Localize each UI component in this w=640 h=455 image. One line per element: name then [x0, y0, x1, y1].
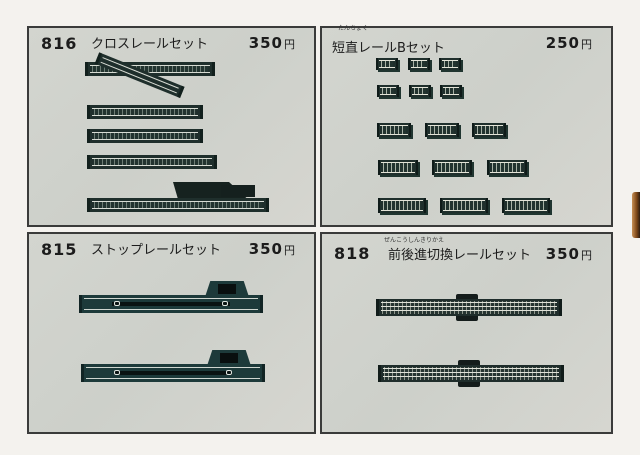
rail-ties — [383, 201, 421, 210]
rail-ties — [92, 66, 208, 72]
stop-slot — [112, 302, 230, 306]
short-rail — [377, 123, 411, 137]
stop-rail — [79, 295, 263, 313]
price-value: 350 — [545, 245, 580, 263]
yen-symbol: 円 — [284, 38, 296, 51]
rail-ties — [507, 201, 545, 210]
panel-header: 816 クロスレールセット 350円 — [39, 32, 296, 54]
short-rail — [472, 123, 506, 137]
title-furigana: たんちょく — [338, 25, 369, 32]
stop-marker — [222, 301, 228, 306]
rail-ties — [445, 201, 483, 210]
price-value: 250 — [545, 34, 580, 52]
product-number: 816 — [41, 34, 78, 53]
product-price: 350円 — [249, 34, 296, 52]
product-title: ストップレールセット — [91, 243, 222, 258]
short-rail — [487, 160, 527, 175]
stop-marker — [114, 301, 120, 306]
panel-header: 815 ストップレールセット 350円 — [39, 238, 296, 260]
rail-ties — [414, 88, 426, 94]
rail-line — [381, 306, 557, 307]
panel-short-straight-b-set: たんちょく 短直レールBセット 250円 — [320, 25, 613, 227]
yen-symbol: 円 — [581, 249, 593, 262]
rail-ties — [383, 163, 413, 172]
stop-rail — [81, 364, 265, 382]
panel-header: 818 ぜんこうしんきりかえ 前後進切換レールセット 350円 — [332, 237, 593, 263]
stop-rail-control-box — [205, 281, 249, 297]
stop-marker — [226, 370, 232, 375]
panel-818-direction-change-rail-set: 818 ぜんこうしんきりかえ 前後進切換レールセット 350円 — [320, 232, 613, 434]
rail-ties — [94, 109, 196, 115]
rail-ties — [492, 163, 522, 172]
product-price: 250円 — [546, 34, 593, 52]
price-value: 350 — [248, 240, 283, 258]
product-number: 815 — [41, 240, 78, 259]
page-edge-tab — [632, 192, 640, 238]
rail-line — [381, 310, 557, 311]
straight-rail — [87, 155, 217, 169]
rail-line — [383, 372, 559, 373]
control-window — [218, 284, 236, 294]
rail-ties — [430, 126, 454, 134]
straight-rail — [87, 105, 203, 119]
panel-header: たんちょく 短直レールBセット 250円 — [332, 25, 593, 56]
direction-change-rail — [378, 365, 564, 382]
short-rail — [440, 198, 488, 213]
rail-ties — [413, 61, 425, 67]
panel-815-stop-rail-set: 815 ストップレールセット 350円 — [27, 232, 316, 434]
short-rail — [376, 58, 398, 70]
short-rail — [440, 85, 462, 97]
price-value: 350 — [248, 34, 283, 52]
control-window — [220, 353, 238, 363]
rail-ties — [382, 88, 394, 94]
rail-line — [383, 368, 559, 369]
direction-change-rail — [376, 299, 562, 316]
stop-slot — [114, 371, 232, 375]
rail-ties — [382, 126, 406, 134]
short-rail — [439, 58, 461, 70]
rail-line — [383, 376, 559, 377]
short-rail — [502, 198, 550, 213]
rail-ties — [477, 126, 501, 134]
rail-ties — [437, 163, 467, 172]
short-rail — [432, 160, 472, 175]
product-price: 350円 — [249, 240, 296, 258]
rail-ties — [445, 88, 457, 94]
short-rail — [409, 85, 431, 97]
title-furigana: ぜんこうしんきりかえ — [384, 237, 445, 244]
rail-ties — [444, 61, 456, 67]
short-rail — [378, 160, 418, 175]
straight-rail — [87, 129, 203, 143]
stop-rail-control-box — [207, 350, 251, 366]
stop-marker — [114, 370, 120, 375]
rail-ties — [94, 202, 262, 208]
product-title: クロスレールセット — [91, 37, 209, 52]
rail-ties — [381, 61, 393, 67]
yen-symbol: 円 — [581, 38, 593, 51]
product-title: 短直レールBセット — [332, 41, 445, 56]
product-number: 818 — [334, 244, 371, 263]
short-rail — [377, 85, 399, 97]
rail-ties — [94, 133, 196, 139]
turnout-motor-box — [221, 185, 255, 197]
short-rail — [408, 58, 430, 70]
product-price: 350円 — [546, 245, 593, 263]
short-rail — [425, 123, 459, 137]
short-rail — [378, 198, 426, 213]
yen-symbol: 円 — [284, 244, 296, 257]
rail-ties — [94, 159, 210, 165]
turnout-rail — [87, 198, 269, 212]
rail-line — [381, 302, 557, 303]
panel-816-cross-rail-set: 816 クロスレールセット 350円 — [27, 26, 316, 227]
product-title: 前後進切換レールセット — [388, 248, 532, 263]
